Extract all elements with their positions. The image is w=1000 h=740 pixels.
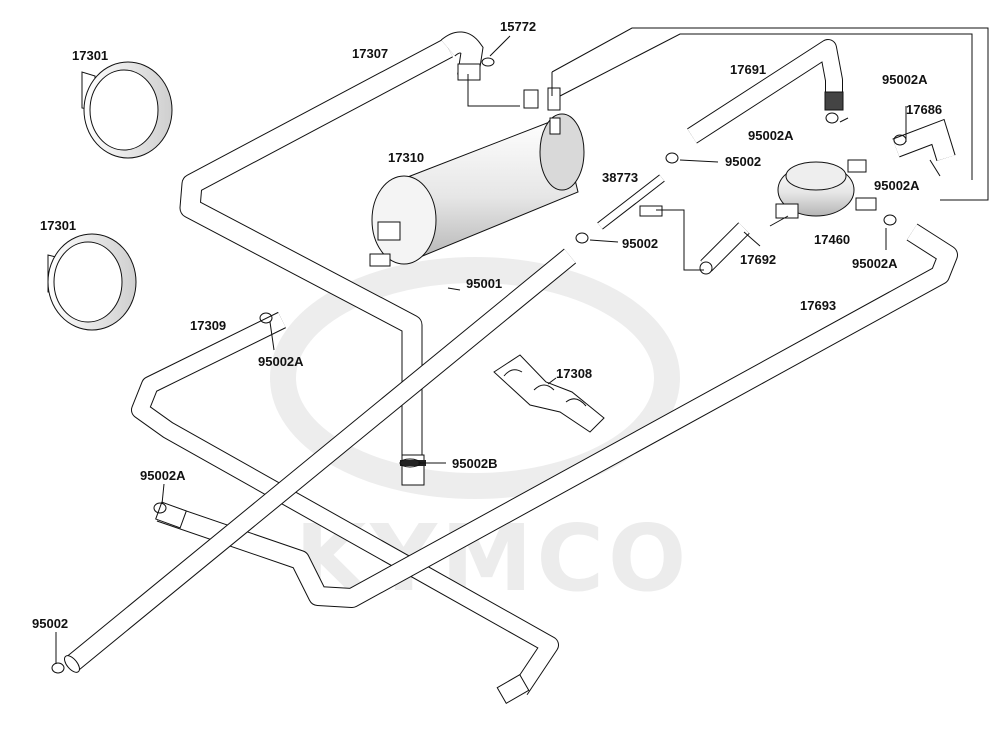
label-17686: 17686	[906, 102, 942, 117]
label-17301-top: 17301	[72, 48, 108, 63]
label-95002A-2: 95002A	[748, 128, 794, 143]
label-95002A-5: 95002A	[258, 354, 304, 369]
clip-95002-a	[665, 152, 679, 164]
clip-95002-b	[575, 232, 589, 244]
label-17310: 17310	[388, 150, 424, 165]
label-95002-2: 95002	[622, 236, 658, 251]
valve-17460	[775, 159, 877, 219]
label-95002A-1: 95002A	[882, 72, 928, 87]
hose-17691	[687, 39, 844, 144]
label-17301-bottom: 17301	[40, 218, 76, 233]
hose-17692	[699, 222, 750, 275]
joint-38773	[597, 174, 665, 230]
label-95002-1: 95002	[725, 154, 761, 169]
bracket-17301-bottom	[47, 233, 137, 331]
hose-17309	[131, 311, 559, 704]
label-17460: 17460	[814, 232, 850, 247]
label-95002A-6: 95002A	[140, 468, 186, 483]
label-17308: 17308	[556, 366, 592, 381]
label-38773: 38773	[602, 170, 638, 185]
label-17693: 17693	[800, 298, 836, 313]
elbow-17686	[892, 118, 956, 161]
label-95002B: 95002B	[452, 456, 498, 471]
clip-15772	[481, 57, 495, 67]
label-17691: 17691	[730, 62, 766, 77]
label-15772: 15772	[500, 19, 536, 34]
clip-95002-c	[51, 662, 65, 674]
hose-17693	[155, 223, 958, 608]
clip-95002A-a	[825, 112, 839, 124]
clip-95002A-d	[259, 312, 273, 324]
hose-95001	[64, 248, 577, 673]
canister-17310	[369, 87, 585, 267]
label-17692: 17692	[740, 252, 776, 267]
hose-17307	[179, 31, 484, 486]
leader-lines	[55, 27, 989, 664]
label-95002A-3: 95002A	[874, 178, 920, 193]
label-17307: 17307	[352, 46, 388, 61]
clip-95002A-c	[883, 214, 897, 226]
clamp-17308	[493, 354, 605, 433]
clip-95002A-e	[153, 502, 167, 514]
label-95002A-4: 95002A	[852, 256, 898, 271]
label-95001: 95001	[466, 276, 502, 291]
label-95002-3: 95002	[32, 616, 68, 631]
label-17309: 17309	[190, 318, 226, 333]
bracket-17301-top	[81, 61, 173, 159]
